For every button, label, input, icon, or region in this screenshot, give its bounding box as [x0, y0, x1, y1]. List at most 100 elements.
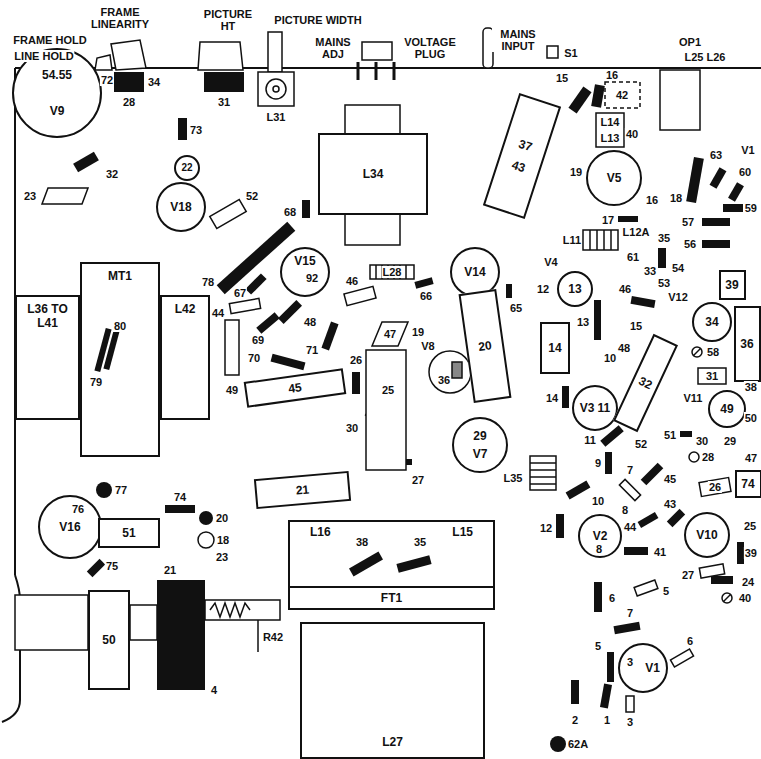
resistor-symbol [728, 182, 744, 202]
callout-number: 76 [71, 503, 85, 515]
callout-number: 30 [695, 435, 709, 447]
callout-number: 48 [617, 342, 631, 354]
component-box: 51 [98, 518, 160, 548]
resistor-symbol [245, 273, 266, 294]
valve-circle: V1 [618, 643, 668, 693]
part-label: 49 [720, 402, 733, 416]
resistor-symbol [566, 481, 591, 500]
callout-number: 63 [709, 149, 723, 161]
outline-part [205, 600, 280, 620]
callout-number: 20 [215, 512, 229, 524]
callout-number: 61 [626, 251, 640, 263]
outline-part [229, 298, 260, 313]
callout-number: 18 [216, 534, 230, 546]
component-box: L42 [160, 295, 210, 420]
callout-number: 28 [122, 96, 136, 108]
outline-part [210, 603, 250, 617]
callout-number: 16 [605, 69, 619, 81]
control-part [660, 70, 700, 130]
resistor-symbol [594, 582, 602, 612]
callout-number: 15 [555, 72, 569, 84]
part-label: FT1 [381, 591, 402, 605]
callout-number: 92 [305, 272, 319, 284]
callout-number: 5 [662, 585, 670, 597]
callout-number: 19 [411, 326, 425, 338]
resistor-symbol [614, 622, 641, 634]
callout-number: 43 [663, 498, 677, 510]
callout-number: 46 [345, 275, 359, 287]
callout-number: 47 [744, 452, 758, 464]
component-box: 50 [88, 590, 130, 690]
callout-number: 33 [643, 265, 657, 277]
callout-number: 25 [743, 520, 757, 532]
callout-number: 59 [744, 202, 758, 214]
callout-number: 77 [114, 484, 128, 496]
callout-number: 19 [569, 166, 583, 178]
outline-part [670, 649, 693, 667]
callout-number: 1 [603, 714, 611, 726]
callout-number: 28 [701, 451, 715, 463]
callout-number: 8 [595, 543, 603, 555]
component-box: L16L15FT1 [288, 520, 495, 610]
part-label: OP1 [678, 36, 702, 48]
part-label: V12 [667, 291, 689, 303]
part-label: L42 [175, 302, 196, 316]
callout-number: 52 [245, 190, 259, 202]
callout-number: 44 [211, 307, 225, 319]
control-part [95, 55, 112, 70]
callout-number: 56 [683, 238, 697, 250]
outline-part [530, 463, 556, 484]
callout-number: 68 [283, 206, 297, 218]
outline-part [583, 230, 618, 250]
resistor-symbol [568, 86, 591, 113]
part-label: 14 [548, 341, 561, 355]
part-label: L13 [600, 132, 621, 144]
part-label: V15 [294, 254, 315, 268]
resistor-symbol [204, 72, 244, 92]
resistor-symbol [702, 240, 730, 248]
outline-part [699, 478, 731, 497]
outline-part [42, 188, 88, 204]
callout-number: 32 [105, 168, 119, 180]
part-label: L31 [266, 111, 287, 123]
callout-number: 31 [217, 96, 231, 108]
callout-number: 25 [381, 384, 395, 396]
callout-number: 50 [744, 412, 758, 424]
callout-number: 16 [645, 194, 659, 206]
callout-number: 79 [89, 376, 103, 388]
callout-number: 41 [653, 546, 667, 558]
callout-number: 78 [201, 276, 215, 288]
part-label: 39 [725, 278, 738, 292]
valve-circle: 22 [174, 155, 200, 181]
plug-pin [358, 62, 394, 80]
callout-number: 24 [741, 576, 755, 588]
part-label: L14 [600, 116, 621, 128]
callout-number: 31 [705, 370, 719, 382]
callout-number: 35 [657, 232, 671, 244]
resistor-symbol [96, 482, 112, 498]
outline-part [692, 347, 702, 357]
part-label: L25 L26 [684, 51, 727, 63]
part-label: R42 [262, 631, 284, 643]
part-label: 32 [636, 374, 654, 392]
part-label: 51 [122, 526, 135, 540]
valve-circle: V311 [572, 385, 618, 431]
resistor-symbol [199, 511, 213, 525]
callout-number: 66 [419, 290, 433, 302]
callout-number: 17 [601, 214, 615, 226]
callout-number: 38 [744, 381, 758, 393]
part-label: 29 [473, 429, 486, 443]
resistor-symbol [624, 547, 648, 555]
part-label: L15 [452, 525, 473, 539]
resistor-symbol [600, 683, 612, 708]
outline-part [626, 696, 634, 712]
outline-part [130, 605, 157, 640]
callout-number: 11 [583, 434, 597, 446]
part-label: MAINS ADJ [309, 36, 357, 60]
resistor-symbol [278, 300, 302, 324]
callout-number: 5 [594, 640, 602, 652]
callout-number: 75 [105, 560, 119, 572]
part-label: 74 [741, 477, 754, 491]
part-label: V5 [607, 171, 622, 185]
outline-part [372, 322, 408, 346]
